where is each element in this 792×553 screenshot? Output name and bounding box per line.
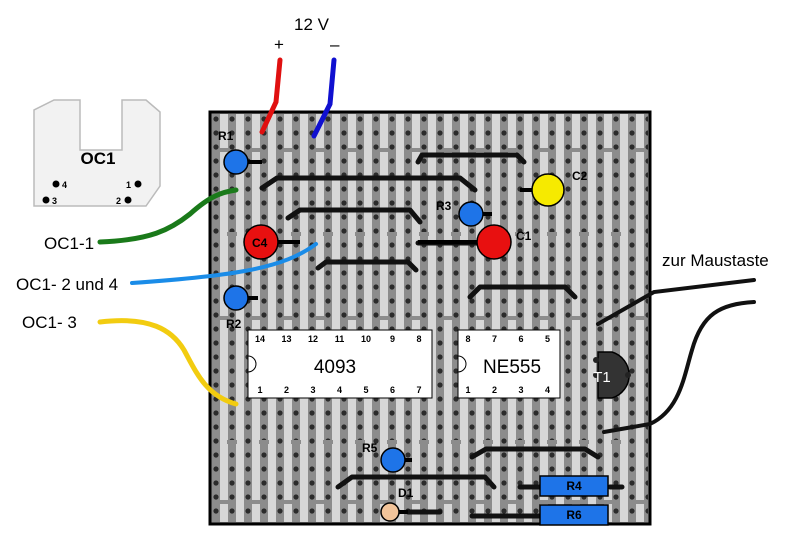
r1-label: R1 [218, 129, 234, 143]
resistor-r1 [223, 149, 249, 175]
ic-pin-label: 2 [284, 385, 289, 395]
oc1-pin-3: 3 [52, 196, 57, 206]
ic-pin-label: 1 [257, 385, 262, 395]
label-oc1-3: OC1- 3 [22, 313, 77, 332]
supply-voltage: 12 V [294, 15, 330, 34]
oc1-pin-4: 4 [62, 180, 67, 190]
resistor-r5 [380, 447, 406, 473]
resistor-r4: R4 [539, 475, 609, 497]
ic-pin-label: 14 [255, 334, 265, 344]
wire-oc1-2-4 [130, 242, 318, 285]
label-oc1-1: OC1-1 [44, 234, 94, 253]
ic-pin-label: 10 [361, 334, 371, 344]
diode-d1 [380, 502, 400, 522]
oc1-sensor: OC1 4 1 3 2 [33, 99, 161, 207]
ic-pin-label: 3 [518, 385, 523, 395]
c1-label: C1 [516, 229, 532, 243]
resistor-r6: R6 [539, 504, 609, 526]
ic-pin-label: 6 [518, 334, 523, 344]
ic-pin-label: 5 [363, 385, 368, 395]
ic-pin-label: 9 [390, 334, 395, 344]
label-mouse: zur Maustaste [662, 251, 769, 270]
c2-label: C2 [572, 169, 588, 183]
ic-pin-label: 4 [337, 385, 342, 395]
ic-pin-label: 7 [492, 334, 497, 344]
trace-cuts [219, 148, 645, 504]
supply-minus: – [330, 35, 340, 54]
transistor-t1: T1 [593, 351, 631, 399]
ic-4093-label: 4093 [314, 357, 356, 378]
ic-pin-label: 6 [390, 385, 395, 395]
ic-pin-label: 13 [281, 334, 291, 344]
c4-label: C4 [252, 236, 268, 250]
wire-oc1-1 [97, 187, 239, 245]
ic-pin-label: 2 [492, 385, 497, 395]
oc1-pin-1: 1 [126, 180, 131, 190]
wire-mouse-1 [596, 278, 756, 326]
ic-pin-label: 3 [310, 385, 315, 395]
supply-plus: + [274, 35, 284, 54]
r6-label: R6 [566, 508, 582, 522]
wire-oc1-3 [97, 318, 239, 407]
ic-pin-label: 4 [545, 385, 550, 395]
oc1-pin-2: 2 [116, 196, 121, 206]
wire-bridges [259, 152, 625, 519]
d1-label: D1 [398, 486, 414, 500]
resistor-r3 [458, 201, 484, 227]
capacitor-c1 [476, 224, 512, 260]
resistor-r2 [223, 285, 249, 311]
r4-label: R4 [566, 479, 582, 493]
ic-pin-label: 5 [545, 334, 550, 344]
oc1-title: OC1 [81, 149, 116, 168]
ic-pin-label: 7 [416, 385, 421, 395]
label-oc1-2-4: OC1- 2 und 4 [16, 275, 118, 294]
r2-label: R2 [226, 317, 242, 331]
ic-ne555-label: NE555 [483, 357, 541, 378]
ic-pin-label: 12 [308, 334, 318, 344]
r5-label: R5 [362, 441, 378, 455]
capacitor-c2 [531, 173, 565, 207]
wire-plus [259, 57, 283, 135]
ic-pin-label: 8 [465, 334, 470, 344]
ic-pin-label: 1 [465, 385, 470, 395]
ic-pin-label: 11 [335, 334, 345, 344]
t1-label: T1 [593, 369, 611, 386]
wire-mouse-2 [602, 300, 756, 434]
ic-ne555: 8 7 6 5 1 2 3 4 NE555 [457, 329, 561, 399]
capacitor-c4 [243, 224, 279, 260]
ic-pin-label: 8 [416, 334, 421, 344]
r3-label: R3 [436, 199, 452, 213]
wire-minus [311, 57, 337, 139]
